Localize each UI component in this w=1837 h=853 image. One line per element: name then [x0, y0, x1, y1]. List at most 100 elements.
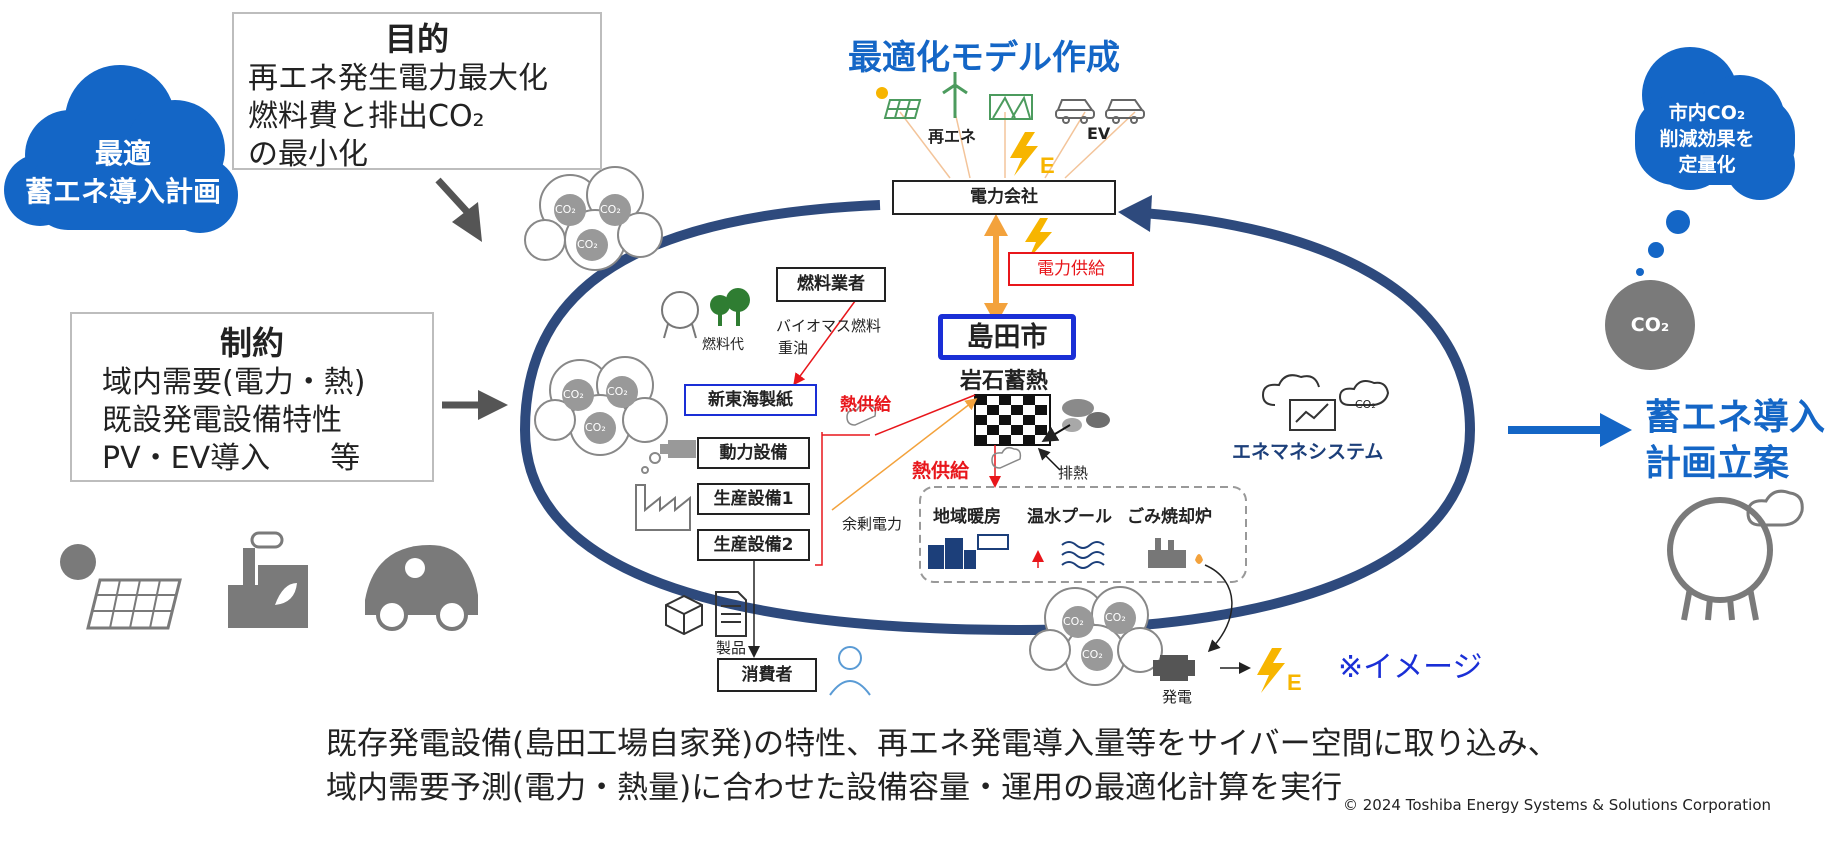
- cycle-ellipse: [519, 195, 1476, 636]
- constraints-panel: 制約 域内需要(電力・熱) 既設発電設備特性 PV・EV導入 等: [70, 312, 434, 482]
- rock-storage-icon: [974, 394, 1110, 446]
- image-note: ※イメージ: [1338, 650, 1483, 685]
- factory-icon: [635, 484, 691, 531]
- solar-panel-icon-top: [876, 87, 922, 119]
- constraints-title: 制約: [219, 324, 284, 362]
- svg-text:E: E: [1287, 670, 1302, 695]
- constraints-line3: PV・EV導入 等: [102, 441, 361, 476]
- energy-bolt-icon-top: E: [1010, 132, 1055, 178]
- purpose-line1: 再エネ発生電力最大化: [248, 61, 548, 96]
- co2-circle-label: CO₂: [1630, 314, 1670, 336]
- optimization-title: 最適化モデル作成: [848, 38, 1120, 78]
- plan-cloud-line2: 蓄エネ導入計画: [24, 175, 221, 208]
- purpose-panel: 目的 再エネ発生電力最大化 燃料費と排出CO₂ の最小化: [232, 12, 602, 172]
- consumer-box: 消費者: [717, 658, 817, 692]
- heat-cloud-icons: [846, 403, 1022, 469]
- co2-bubble-label: CO₂: [600, 203, 621, 216]
- power-supply-box: 電力供給: [1008, 252, 1134, 286]
- feed-lines: [899, 111, 1136, 179]
- co2-bubble-label: CO₂: [555, 203, 576, 216]
- equipment-bracket: [815, 432, 870, 566]
- purpose-line2: 燃料費と排出CO₂: [248, 99, 485, 134]
- surplus-arrow: [831, 398, 978, 511]
- co2-gray-circle: [1605, 280, 1695, 370]
- paper-company-box: 新東海製紙: [684, 384, 817, 416]
- co2-thought-cloud: [1635, 47, 1795, 276]
- generation-label: 発電: [1162, 688, 1193, 706]
- pool-label: 温水プール: [1027, 507, 1112, 527]
- fuel-arrow: [793, 296, 859, 386]
- output-line2: 計画立案: [1645, 443, 1790, 484]
- fuel-supplier-box: 燃料業者: [776, 267, 886, 302]
- equipment-box-1: 生産設備1: [697, 483, 810, 515]
- co2-thought-line3: 定量化: [1678, 154, 1736, 176]
- bottom-line2: 域内需要予測(電力・熱量)に合わせた設備容量・運用の最適化計算を実行: [326, 770, 1343, 806]
- trees-icon: [710, 288, 750, 326]
- incinerator-label: ごみ焼却炉: [1127, 507, 1212, 527]
- ems-co2-label: CO₂: [1355, 398, 1376, 411]
- surplus-power-label: 余剰電力: [842, 515, 903, 533]
- co2-bubble-label: CO₂: [577, 238, 598, 251]
- fuel-cost-label: 燃料代: [702, 337, 744, 353]
- energy-bolt-icon-bottom: E: [1257, 648, 1302, 695]
- city-box: 島田市: [938, 314, 1076, 360]
- purpose-arrow: [435, 177, 482, 242]
- constraints-line2: 既設発電設備特性: [102, 403, 342, 438]
- copyright: © 2024 Toshiba Energy Systems & Solution…: [1343, 796, 1772, 814]
- constraints-arrow: [442, 390, 508, 420]
- equipment-box-2: 生産設備2: [697, 529, 810, 561]
- fuel-item-heavy-oil: 重油: [778, 339, 809, 357]
- equipment-box-0: 動力設備: [697, 437, 810, 469]
- co2-bubble-label: CO₂: [1063, 615, 1084, 628]
- purpose-line3: の最小化: [248, 137, 368, 172]
- gas-holder-icon: [1667, 489, 1804, 621]
- co2-bubbles: [554, 194, 1136, 671]
- rock-storage-label: 岩石蓄熱: [960, 369, 1049, 394]
- pool-icon: [1061, 541, 1105, 569]
- ems-label: エネマネシステム: [1232, 441, 1384, 463]
- generator-icon: [1153, 655, 1195, 681]
- gas-tank-icon-left: [661, 291, 699, 339]
- co2-bubble-label: CO₂: [585, 421, 606, 434]
- power-double-arrow: [984, 214, 1008, 325]
- exhaust-heat-label: 排熱: [1058, 464, 1089, 482]
- generation-line: [1204, 564, 1233, 653]
- plan-cloud: [4, 65, 238, 233]
- output-line1: 蓄エネ導入: [1645, 397, 1826, 438]
- wind-turbine-icon: [942, 72, 968, 118]
- ev-car-icon-2: [1105, 99, 1145, 124]
- co2-bubble-label: CO₂: [563, 388, 584, 401]
- ev-label: EV: [1087, 124, 1111, 143]
- motor-icon: [660, 440, 696, 458]
- renewable-label: 再エネ: [928, 127, 977, 146]
- products-label: 製品: [716, 639, 747, 657]
- hydro-dam-icon: [989, 94, 1033, 120]
- purpose-title: 目的: [384, 20, 449, 58]
- constraints-line1: 域内需要(電力・熱): [102, 365, 366, 400]
- heat-supply-label-1: 熱供給: [840, 395, 891, 415]
- box-icon: [665, 594, 703, 636]
- biomass-plant-icon: [228, 531, 308, 628]
- co2-bubble-label: CO₂: [607, 385, 628, 398]
- fuel-item-biomass: バイオマス燃料: [776, 317, 882, 335]
- output-arrow: [1508, 413, 1632, 447]
- co2-bubble-label: CO₂: [1082, 648, 1103, 661]
- svg-text:E: E: [1040, 153, 1055, 178]
- heat-supply-arrow-1: [874, 394, 976, 436]
- ev-car-icon-1: [1055, 99, 1095, 124]
- ems-icon: [1261, 374, 1390, 431]
- plan-cloud-line1: 最適: [94, 137, 151, 170]
- co2-thought-line1: 市内CO₂: [1668, 102, 1746, 124]
- solar-panel-icon-large: [60, 544, 182, 630]
- district-heating-icon: [928, 534, 1009, 569]
- heat-supply-label-2: 熱供給: [912, 460, 970, 482]
- consumer-icon: [829, 646, 871, 696]
- bottom-line1: 既存発電設備(島田工場自家発)の特性、再エネ発電導入量等をサイバー空間に取り込み…: [326, 726, 1559, 762]
- power-company-box: 電力会社: [892, 180, 1116, 215]
- co2-thought-line2: 削減効果を: [1659, 128, 1755, 150]
- exhaust-arrow: [1037, 447, 1061, 471]
- incinerator-icon: [1148, 538, 1203, 568]
- facility-box: [919, 486, 1247, 583]
- document-icon: [715, 591, 747, 637]
